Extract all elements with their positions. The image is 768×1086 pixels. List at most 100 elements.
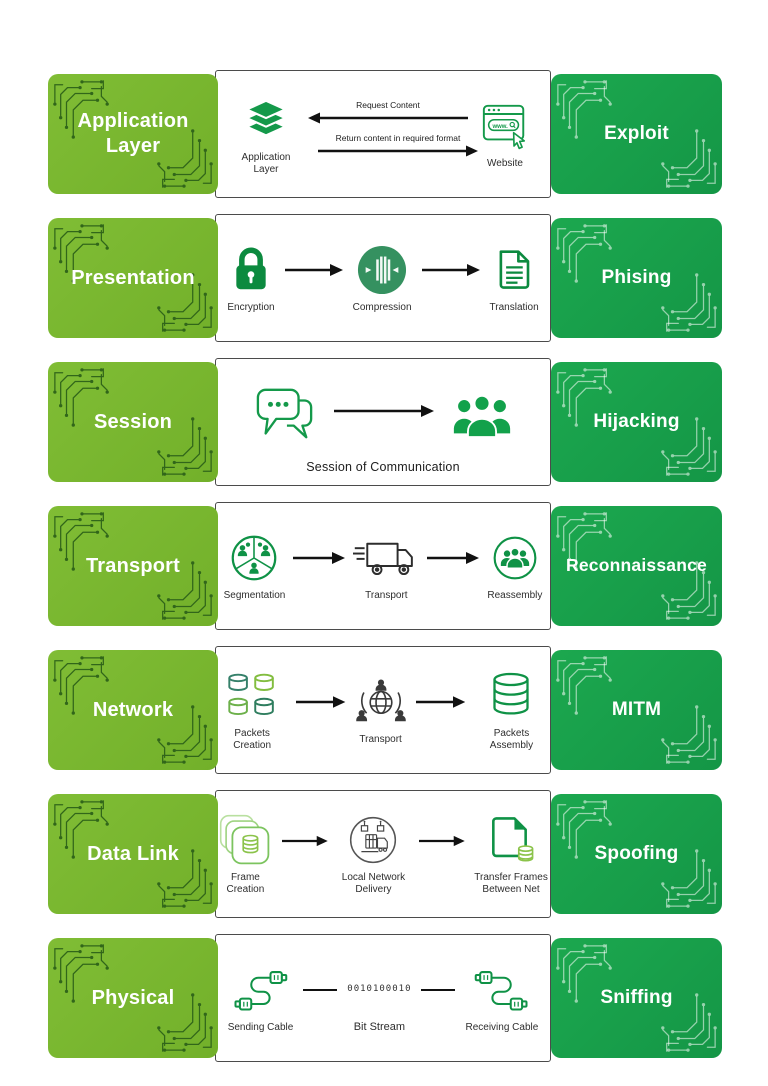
row-network: Packets Creation — [48, 646, 722, 774]
circuit-decoration-icon — [554, 653, 616, 715]
connector-line — [303, 988, 338, 992]
row-physical: Sending Cable 0010100010 Bit Stream — [48, 934, 722, 1062]
local-network-icon — [348, 812, 398, 868]
padlock-icon — [229, 242, 273, 298]
attack-label: Phising — [601, 267, 672, 289]
request-arrow-label: Request Content — [356, 99, 420, 110]
layer-label: Network — [92, 698, 174, 721]
row-presentation: Encryption — [48, 214, 722, 342]
layer-label: Data Link — [87, 842, 179, 865]
arrow-right-icon — [421, 264, 480, 276]
step-label: Encryption — [227, 301, 275, 313]
layer-label: Application Layer — [77, 110, 189, 157]
step-label: Compression — [352, 301, 412, 313]
svg-text:www.: www. — [492, 124, 509, 130]
segmentation-step: Segmentation — [223, 530, 286, 603]
circuit-decoration-icon — [51, 653, 113, 715]
layer-box-application: Application Layer — [48, 74, 218, 194]
frame-creation-step: Frame Creation — [216, 812, 275, 897]
globe-people-icon — [354, 674, 408, 730]
arrow-left-icon — [308, 112, 468, 123]
circuit-decoration-icon — [153, 993, 215, 1055]
circuit-decoration-icon — [153, 273, 215, 335]
step-label: Reassembly — [487, 589, 543, 601]
circuit-decoration-icon — [554, 77, 616, 139]
attack-box-reconnaissance: Reconnaissance — [551, 506, 722, 626]
step-label: Transport — [365, 589, 408, 601]
chat-step — [254, 384, 316, 446]
circuit-decoration-icon — [153, 849, 215, 911]
attack-box-sniffing: Sniffing — [551, 938, 722, 1058]
application-panel: Application Layer Request Content Return… — [215, 70, 551, 198]
request-response-arrows: Request Content Return content in requir… — [308, 100, 478, 157]
attack-box-exploit: Exploit — [551, 74, 722, 194]
packets-assembly-step: Packets Assembly — [473, 668, 550, 753]
reassembly-step: Reassembly — [487, 530, 542, 603]
step-label: Receiving Cable — [465, 1021, 539, 1033]
step-label: Frame Creation — [226, 871, 265, 896]
layer-box-network: Network — [48, 650, 218, 770]
packets-icon — [226, 668, 278, 724]
people-group-icon — [452, 388, 512, 442]
attack-label: Spoofing — [594, 843, 679, 865]
step-label: Website — [487, 157, 523, 169]
attack-label: MITM — [611, 699, 662, 721]
translation-step: Translation — [490, 242, 539, 315]
session-caption: Session of Communication — [306, 460, 460, 474]
receiving-cable-step: Receiving Cable — [465, 962, 538, 1035]
network-transport-step: Transport — [354, 674, 408, 747]
step-label: Sending Cable — [227, 1021, 294, 1033]
row-data-link: Frame Creation — [48, 790, 722, 918]
reassembly-circle-icon — [492, 530, 538, 586]
arrow-right-icon — [318, 145, 478, 156]
circuit-decoration-icon — [657, 561, 719, 623]
arrow-right-icon — [296, 696, 346, 708]
step-label: Local Network Delivery — [341, 871, 406, 896]
connector-line — [421, 988, 456, 992]
circuit-decoration-icon — [657, 273, 719, 335]
chat-bubbles-icon — [254, 384, 316, 446]
transport-truck-step: Transport — [353, 530, 419, 603]
layers-icon — [243, 92, 289, 148]
response-arrow-group: Return content in required format — [318, 133, 478, 157]
document-icon — [493, 242, 535, 298]
data-link-panel: Frame Creation — [215, 790, 551, 918]
network-panel: Packets Creation — [215, 646, 551, 774]
circuit-decoration-icon — [554, 797, 616, 859]
step-label: Application Layer — [241, 151, 291, 176]
row-transport: Segmentation — [48, 502, 722, 630]
response-arrow-label: Return content in required format — [335, 132, 461, 143]
application-layer-step: Application Layer — [236, 92, 296, 177]
physical-panel: Sending Cable 0010100010 Bit Stream — [215, 934, 551, 1062]
layer-box-presentation: Presentation — [48, 218, 218, 338]
transfer-frames-icon — [486, 812, 536, 868]
sending-cable-step: Sending Cable — [227, 962, 294, 1035]
truck-icon — [353, 530, 419, 586]
circuit-decoration-icon — [51, 941, 113, 1003]
layer-label: Session — [93, 410, 173, 433]
session-panel: Session of Communication — [215, 358, 551, 486]
arrow-right-icon — [284, 264, 343, 276]
attack-box-phising: Phising — [551, 218, 722, 338]
step-label: Segmentation — [223, 589, 286, 601]
circuit-decoration-icon — [657, 849, 719, 911]
circuit-decoration-icon — [51, 365, 113, 427]
circuit-decoration-icon — [51, 77, 113, 139]
layer-box-transport: Transport — [48, 506, 218, 626]
presentation-panel: Encryption — [215, 214, 551, 342]
website-step: www. Website — [480, 98, 530, 171]
request-arrow-group: Request Content — [308, 100, 468, 124]
encryption-step: Encryption — [227, 242, 275, 315]
circuit-decoration-icon — [153, 417, 215, 479]
layer-box-physical: Physical — [48, 938, 218, 1058]
circuit-decoration-icon — [554, 221, 616, 283]
attack-box-spoofing: Spoofing — [551, 794, 722, 914]
step-label: Bit Stream — [353, 1021, 406, 1034]
frames-icon — [218, 812, 272, 868]
circuit-decoration-icon — [554, 509, 616, 571]
row-session: Session of Communication Session Hijacki… — [48, 358, 722, 486]
attack-box-mitm: MITM — [551, 650, 722, 770]
receiving-cable-icon — [474, 962, 530, 1018]
compression-step: Compression — [353, 242, 412, 315]
step-label: Translation — [489, 301, 539, 313]
